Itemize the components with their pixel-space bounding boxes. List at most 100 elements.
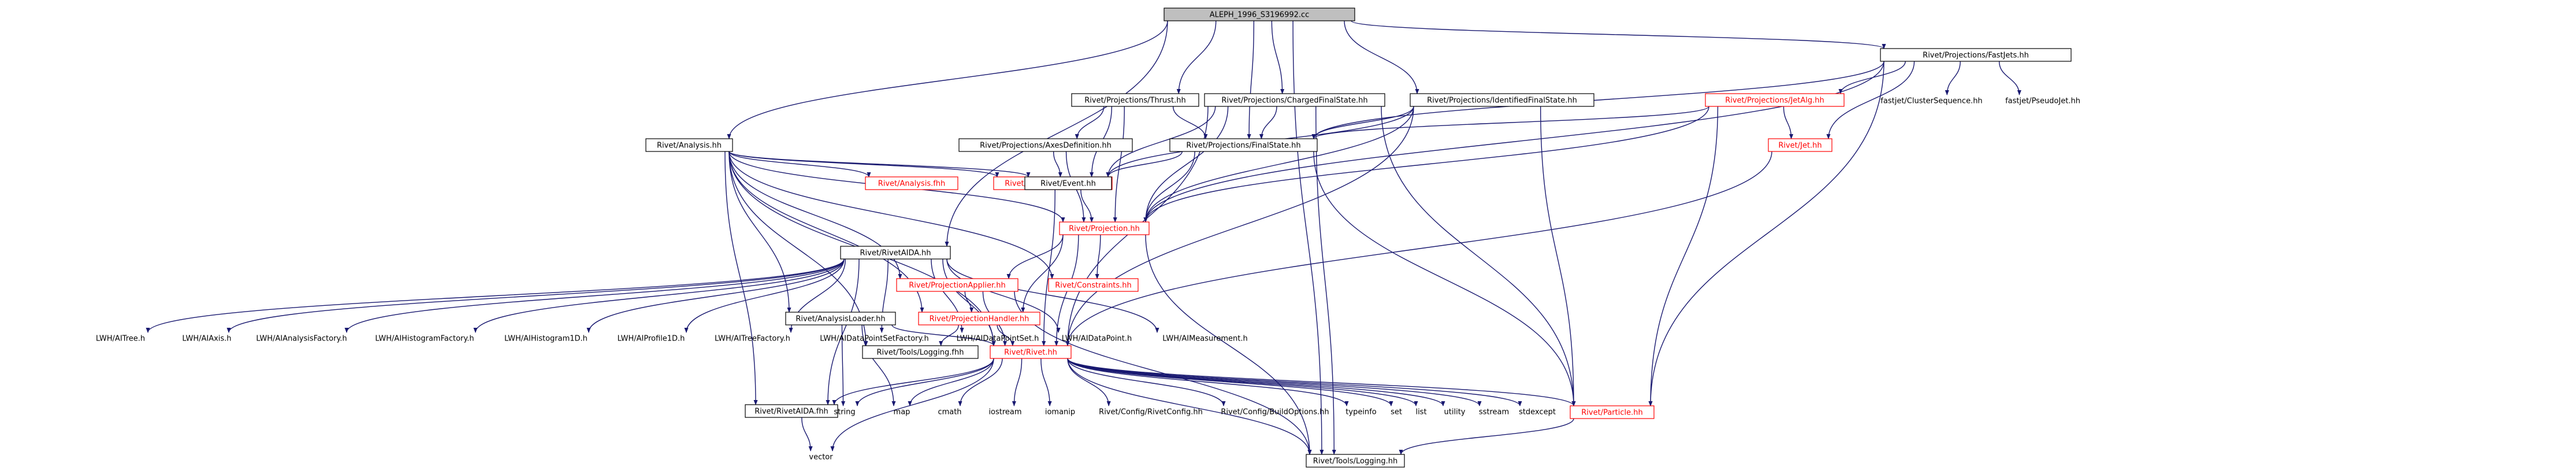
node-box-projapplier: [896, 278, 1018, 292]
node-jet[interactable]: Rivet/Jet.hh: [1768, 138, 1832, 152]
node-label-rivetaidafhh: Rivet/RivetAIDA.fhh: [754, 408, 828, 416]
node-constraints[interactable]: Rivet/Constraints.hh: [1048, 278, 1139, 292]
node-label-thrust: Rivet/Projections/Thrust.hh: [1084, 97, 1186, 105]
node-label-itree: LWH/AITree.h: [96, 335, 145, 343]
edge-cfs-to-particle: [1381, 106, 1576, 406]
node-box-rivetaidafhh: [745, 404, 838, 418]
node-box-axesdef: [958, 138, 1133, 152]
node-idpsfactory: LWH/AIDataPointSetFactory.h: [820, 335, 928, 343]
edge-particle-to-logging: [1399, 418, 1574, 455]
node-clseq: fastjet/ClusterSequence.hh: [1880, 97, 1982, 106]
edge-rivet-to-typeinfo: [1067, 358, 1349, 406]
edge-rivet-to-vector: [830, 358, 994, 452]
edge-analysisloader-to-rivet: [891, 324, 996, 346]
node-iomanip: iomanip: [1045, 408, 1075, 417]
node-rivetconfig: Rivet/Config/RivetConfig.hh: [1099, 408, 1203, 417]
node-label-iomanip: iomanip: [1045, 408, 1075, 417]
edge-thrust-to-axesdef: [1075, 106, 1105, 139]
node-fs[interactable]: Rivet/Projections/FinalState.hh: [1169, 138, 1318, 152]
node-box-ifs: [1410, 93, 1594, 107]
edge-rivetaidafhh-to-vector: [801, 417, 813, 452]
node-box-analysisfhh: [865, 176, 958, 190]
node-typeinfo: typeinfo: [1345, 408, 1376, 417]
edge-cfs-to-projection: [1143, 106, 1229, 223]
edge-analysis-to-event: [728, 151, 1031, 177]
node-box-cfs: [1204, 93, 1385, 107]
edge-root-to-analysis: [727, 20, 1168, 139]
node-box-analysisloader: [785, 312, 896, 325]
edge-event-to-rivet: [1042, 189, 1055, 346]
node-itreefactory: LWH/AITreeFactory.h: [715, 335, 790, 343]
node-stdexcept: stdexcept: [1519, 408, 1556, 417]
node-event[interactable]: Rivet/Event.hh: [1024, 176, 1112, 190]
edge-fastjets-to-clseq: [1945, 61, 1961, 95]
edge-ifs-to-projection: [1143, 106, 1414, 223]
node-label-imeas: LWH/AIMeasurement.h: [1162, 335, 1247, 343]
edge-jetalg-to-fs: [1311, 106, 1709, 139]
node-label-constraints: Rivet/Constraints.hh: [1055, 282, 1132, 290]
edge-aida-to-idp: [946, 258, 1061, 333]
node-label-cmath: cmath: [938, 408, 961, 417]
node-imeas: LWH/AIMeasurement.h: [1162, 335, 1247, 343]
node-root[interactable]: ALEPH_1996_S3196992.cc: [1164, 8, 1355, 21]
node-label-list: list: [1415, 408, 1426, 417]
edge-ifs-to-fs: [1311, 106, 1414, 139]
node-rivetaidafhh[interactable]: Rivet/RivetAIDA.fhh: [745, 404, 838, 418]
edge-fastjets-to-pseudojet: [1998, 61, 2021, 95]
node-particle[interactable]: Rivet/Particle.hh: [1570, 405, 1655, 419]
edge-aida-to-ianalysisfactory: [344, 258, 845, 333]
node-ifs[interactable]: Rivet/Projections/IdentifiedFinalState.h…: [1410, 93, 1594, 107]
node-label-ifs: Rivet/Projections/IdentifiedFinalState.h…: [1427, 97, 1577, 105]
node-axesdef[interactable]: Rivet/Projections/AxesDefinition.hh: [958, 138, 1133, 152]
edge-aida-to-iaxis: [226, 258, 845, 333]
node-iostream: iostream: [988, 408, 1021, 417]
node-label-toolslogging: Rivet/Tools/Logging.fhh: [877, 349, 964, 357]
edge-rivet-to-cmath: [958, 358, 1003, 406]
edge-cfs-to-event: [1106, 106, 1216, 177]
node-projhandler[interactable]: Rivet/ProjectionHandler.hh: [918, 312, 1040, 325]
edge-aida-to-iprofile1d: [684, 258, 845, 333]
edge-ifs-to-rivet: [1065, 106, 1414, 346]
edge-rivet-to-set: [1067, 358, 1393, 406]
node-label-stdexcept: stdexcept: [1519, 408, 1556, 417]
edge-rivet-to-string: [855, 358, 994, 406]
edge-thrust-to-fs: [1172, 106, 1208, 139]
node-label-jet: Rivet/Jet.hh: [1778, 142, 1822, 150]
node-label-map: map: [894, 408, 910, 417]
edge-rivet-to-particle: [1067, 358, 1576, 406]
node-fastjets[interactable]: Rivet/Projections/FastJets.hh: [1880, 48, 2072, 62]
edge-cfs-to-fs: [1259, 106, 1277, 139]
node-box-jet: [1768, 138, 1832, 152]
edge-fastjets-to-jet: [1826, 61, 1915, 139]
node-logging[interactable]: Rivet/Tools/Logging.hh: [1306, 454, 1405, 468]
node-label-vector: vector: [809, 453, 833, 462]
node-rivet[interactable]: Rivet/Rivet.hh: [990, 345, 1072, 359]
edge-analysis-to-toolslogging: [728, 151, 868, 346]
node-box-fs: [1169, 138, 1318, 152]
node-analysisloader[interactable]: Rivet/AnalysisLoader.hh: [785, 312, 896, 325]
edge-jetalg-to-particle: [1648, 106, 1719, 406]
node-box-rivet: [990, 345, 1072, 359]
node-jetalg[interactable]: Rivet/Projections/JetAlg.hh: [1705, 93, 1845, 107]
edge-aida-to-imeas: [946, 258, 1159, 333]
edge-analysis-to-constraints: [728, 151, 1054, 279]
node-analysisfhh[interactable]: Rivet/Analysis.fhh: [865, 176, 958, 190]
node-projapplier[interactable]: Rivet/ProjectionApplier.hh: [896, 278, 1018, 292]
node-label-event: Rivet/Event.hh: [1040, 180, 1096, 188]
node-label-utility: utility: [1444, 408, 1466, 417]
node-aida[interactable]: Rivet/RivetAIDA.hh: [840, 246, 951, 260]
node-label-iostream: iostream: [988, 408, 1021, 417]
edge-fs-to-event: [1106, 151, 1183, 177]
node-label-projhandler: Rivet/ProjectionHandler.hh: [930, 315, 1029, 324]
node-projection[interactable]: Rivet/Projection.hh: [1059, 221, 1150, 235]
node-pseudojet: fastjet/PseudoJet.hh: [2005, 97, 2080, 106]
node-label-fs: Rivet/Projections/FinalState.hh: [1186, 142, 1300, 150]
node-thrust[interactable]: Rivet/Projections/Thrust.hh: [1071, 93, 1199, 107]
edge-rivet-to-iostream: [1012, 358, 1023, 406]
node-toolslogging[interactable]: Rivet/Tools/Logging.fhh: [862, 345, 979, 359]
edge-root-to-fs: [1247, 20, 1255, 139]
node-label-ianalysisfactory: LWH/AIAnalysisFactory.h: [256, 335, 347, 343]
node-analysis[interactable]: Rivet/Analysis.hh: [645, 138, 733, 152]
node-cfs[interactable]: Rivet/Projections/ChargedFinalState.hh: [1204, 93, 1385, 107]
